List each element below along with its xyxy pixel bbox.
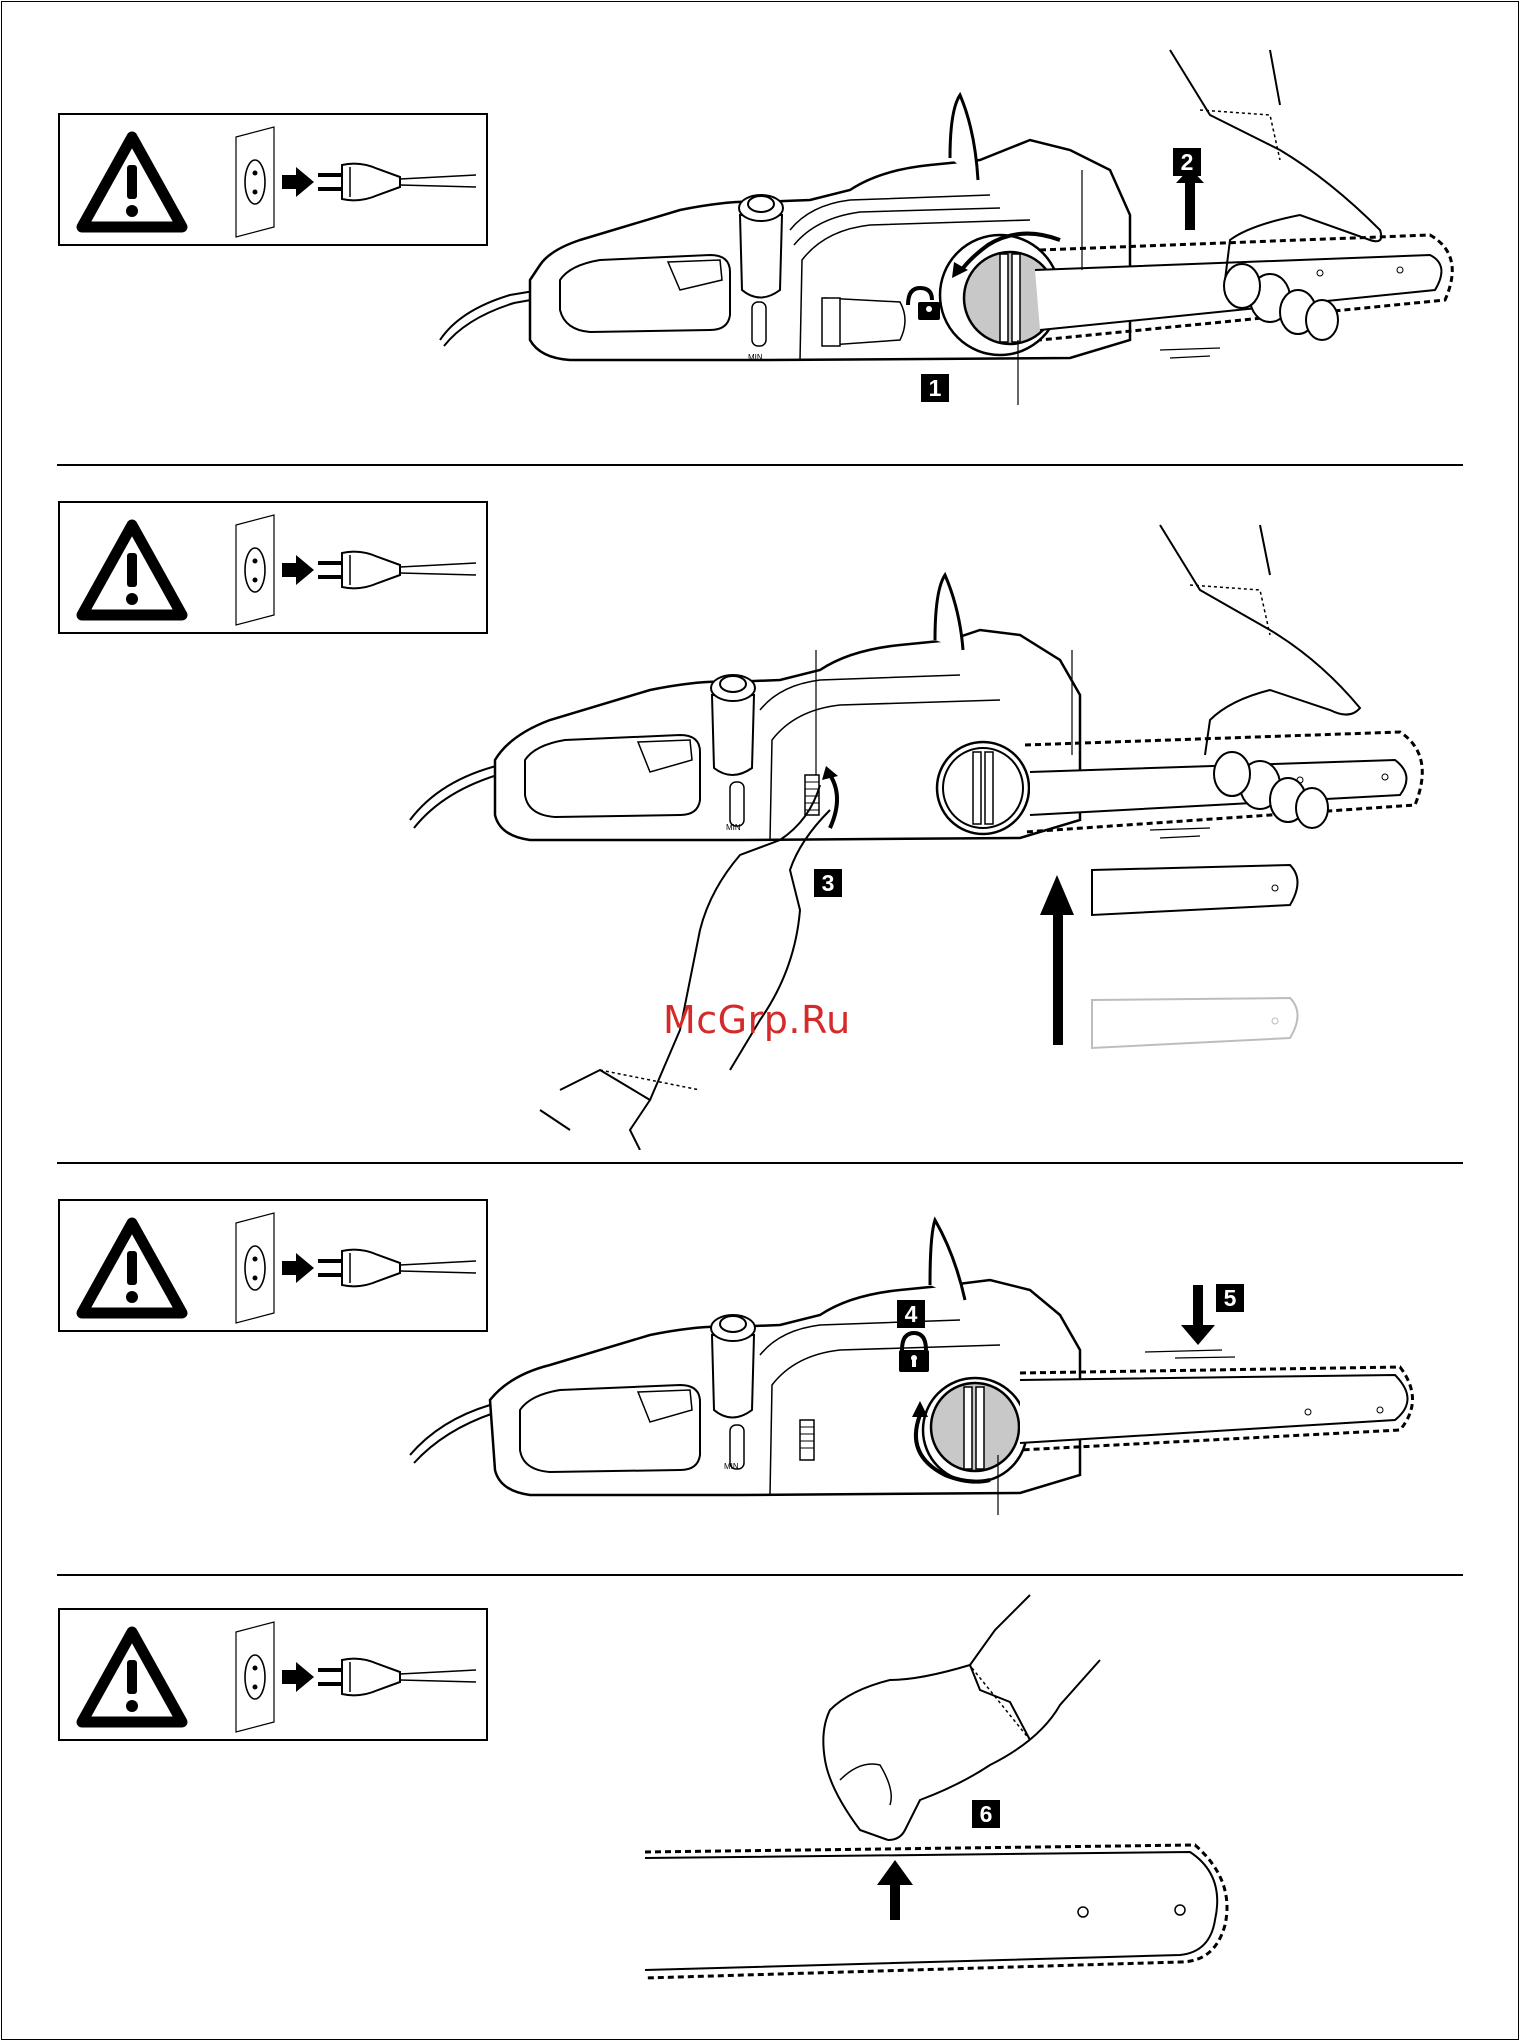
bar-cover xyxy=(1092,865,1298,915)
guide-bar xyxy=(1020,1375,1408,1443)
watermark: McGrp.Ru xyxy=(663,998,851,1042)
step-badge: 3 xyxy=(814,869,842,897)
oil-min-label: MIN xyxy=(724,1462,739,1471)
guide-bar xyxy=(645,1852,1217,1970)
unplug-warning-box xyxy=(58,113,488,246)
section-divider xyxy=(57,464,1463,466)
oil-cap-icon xyxy=(711,1315,755,1418)
oil-cap-icon xyxy=(739,195,783,298)
chainsaw-illustration-unlock: MIN xyxy=(430,40,1470,420)
section-divider xyxy=(57,1574,1463,1576)
bar-cover-ghost xyxy=(1092,998,1298,1048)
oil-min-label: MIN xyxy=(748,353,763,362)
warning-triangle-icon xyxy=(82,1223,182,1313)
step-badge: 4 xyxy=(897,1300,925,1328)
warning-triangle-icon xyxy=(82,525,182,615)
unplug-socket-icon xyxy=(236,1622,476,1732)
step-badge: 5 xyxy=(1216,1284,1244,1312)
warning-triangle-icon xyxy=(82,1632,182,1722)
gloved-hand xyxy=(823,1595,1100,1840)
oil-min-label: MIN xyxy=(726,823,741,832)
unplug-warning-box xyxy=(58,1608,488,1741)
chainsaw-illustration-remove-cover: MIN xyxy=(400,510,1470,1150)
chain-check-illustration xyxy=(620,1590,1240,2000)
chainsaw-illustration-lock: MIN xyxy=(400,1205,1430,1535)
step-badge: 1 xyxy=(921,374,949,402)
oil-cap-icon xyxy=(711,675,755,775)
warning-triangle-icon xyxy=(82,137,182,227)
step-badge: 2 xyxy=(1173,148,1201,176)
section-divider xyxy=(57,1162,1463,1164)
step-badge: 6 xyxy=(972,1800,1000,1828)
